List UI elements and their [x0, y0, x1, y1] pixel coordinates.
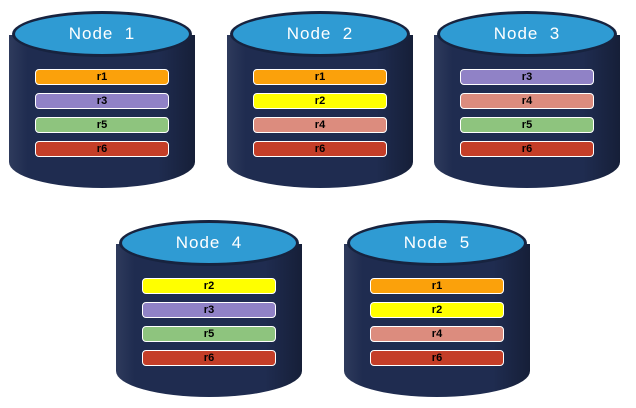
- replica-bar: r5: [460, 117, 594, 133]
- cylinder-top: Node 1: [12, 11, 192, 57]
- node-5-cylinder: Node 5 r1 r2 r4 r6: [344, 220, 530, 397]
- cylinder-body: [9, 35, 195, 188]
- cylinder-top: Node 5: [347, 220, 527, 266]
- cylinder-top: Node 4: [119, 220, 299, 266]
- replica-bar-list: r1 r3 r5 r6: [9, 69, 195, 157]
- node-1-cylinder: Node 1 r1 r3 r5 r6: [9, 11, 195, 188]
- replica-bar: r2: [370, 302, 504, 318]
- replica-bar: r1: [253, 69, 387, 85]
- node-title: Node 1: [68, 24, 136, 43]
- replica-bar: r3: [142, 302, 276, 318]
- node-4-cylinder: Node 4 r2 r3 r5 r6: [116, 220, 302, 397]
- replica-bar: r6: [35, 141, 169, 157]
- replica-bar: r6: [253, 141, 387, 157]
- node-2-cylinder: Node 2 r1 r2 r4 r6: [227, 11, 413, 188]
- node-title: Node 4: [175, 233, 243, 252]
- replica-bar-list: r1 r2 r4 r6: [227, 69, 413, 157]
- replica-bar: r4: [460, 93, 594, 109]
- replica-bar: r6: [142, 350, 276, 366]
- replica-bar-list: r3 r4 r5 r6: [434, 69, 620, 157]
- replica-bar: r4: [253, 117, 387, 133]
- replica-bar: r2: [142, 278, 276, 294]
- replica-bar: r6: [460, 141, 594, 157]
- node-title: Node 3: [493, 24, 561, 43]
- node-title: Node 2: [286, 24, 354, 43]
- replica-bar: r1: [35, 69, 169, 85]
- replica-bar: r5: [35, 117, 169, 133]
- replica-bar-list: r1 r2 r4 r6: [344, 278, 530, 366]
- cylinder-body: [227, 35, 413, 188]
- replica-bar: r6: [370, 350, 504, 366]
- cylinder-top: Node 3: [437, 11, 617, 57]
- replica-bar: r3: [35, 93, 169, 109]
- replica-bar: r3: [460, 69, 594, 85]
- replica-bar-list: r2 r3 r5 r6: [116, 278, 302, 366]
- replica-bar: r1: [370, 278, 504, 294]
- node-title: Node 5: [403, 233, 471, 252]
- replica-bar: r2: [253, 93, 387, 109]
- cylinder-body: [116, 244, 302, 397]
- node-3-cylinder: Node 3 r3 r4 r5 r6: [434, 11, 620, 188]
- cylinder-body: [434, 35, 620, 188]
- cylinder-body: [344, 244, 530, 397]
- cylinder-top: Node 2: [230, 11, 410, 57]
- replica-bar: r5: [142, 326, 276, 342]
- replica-bar: r4: [370, 326, 504, 342]
